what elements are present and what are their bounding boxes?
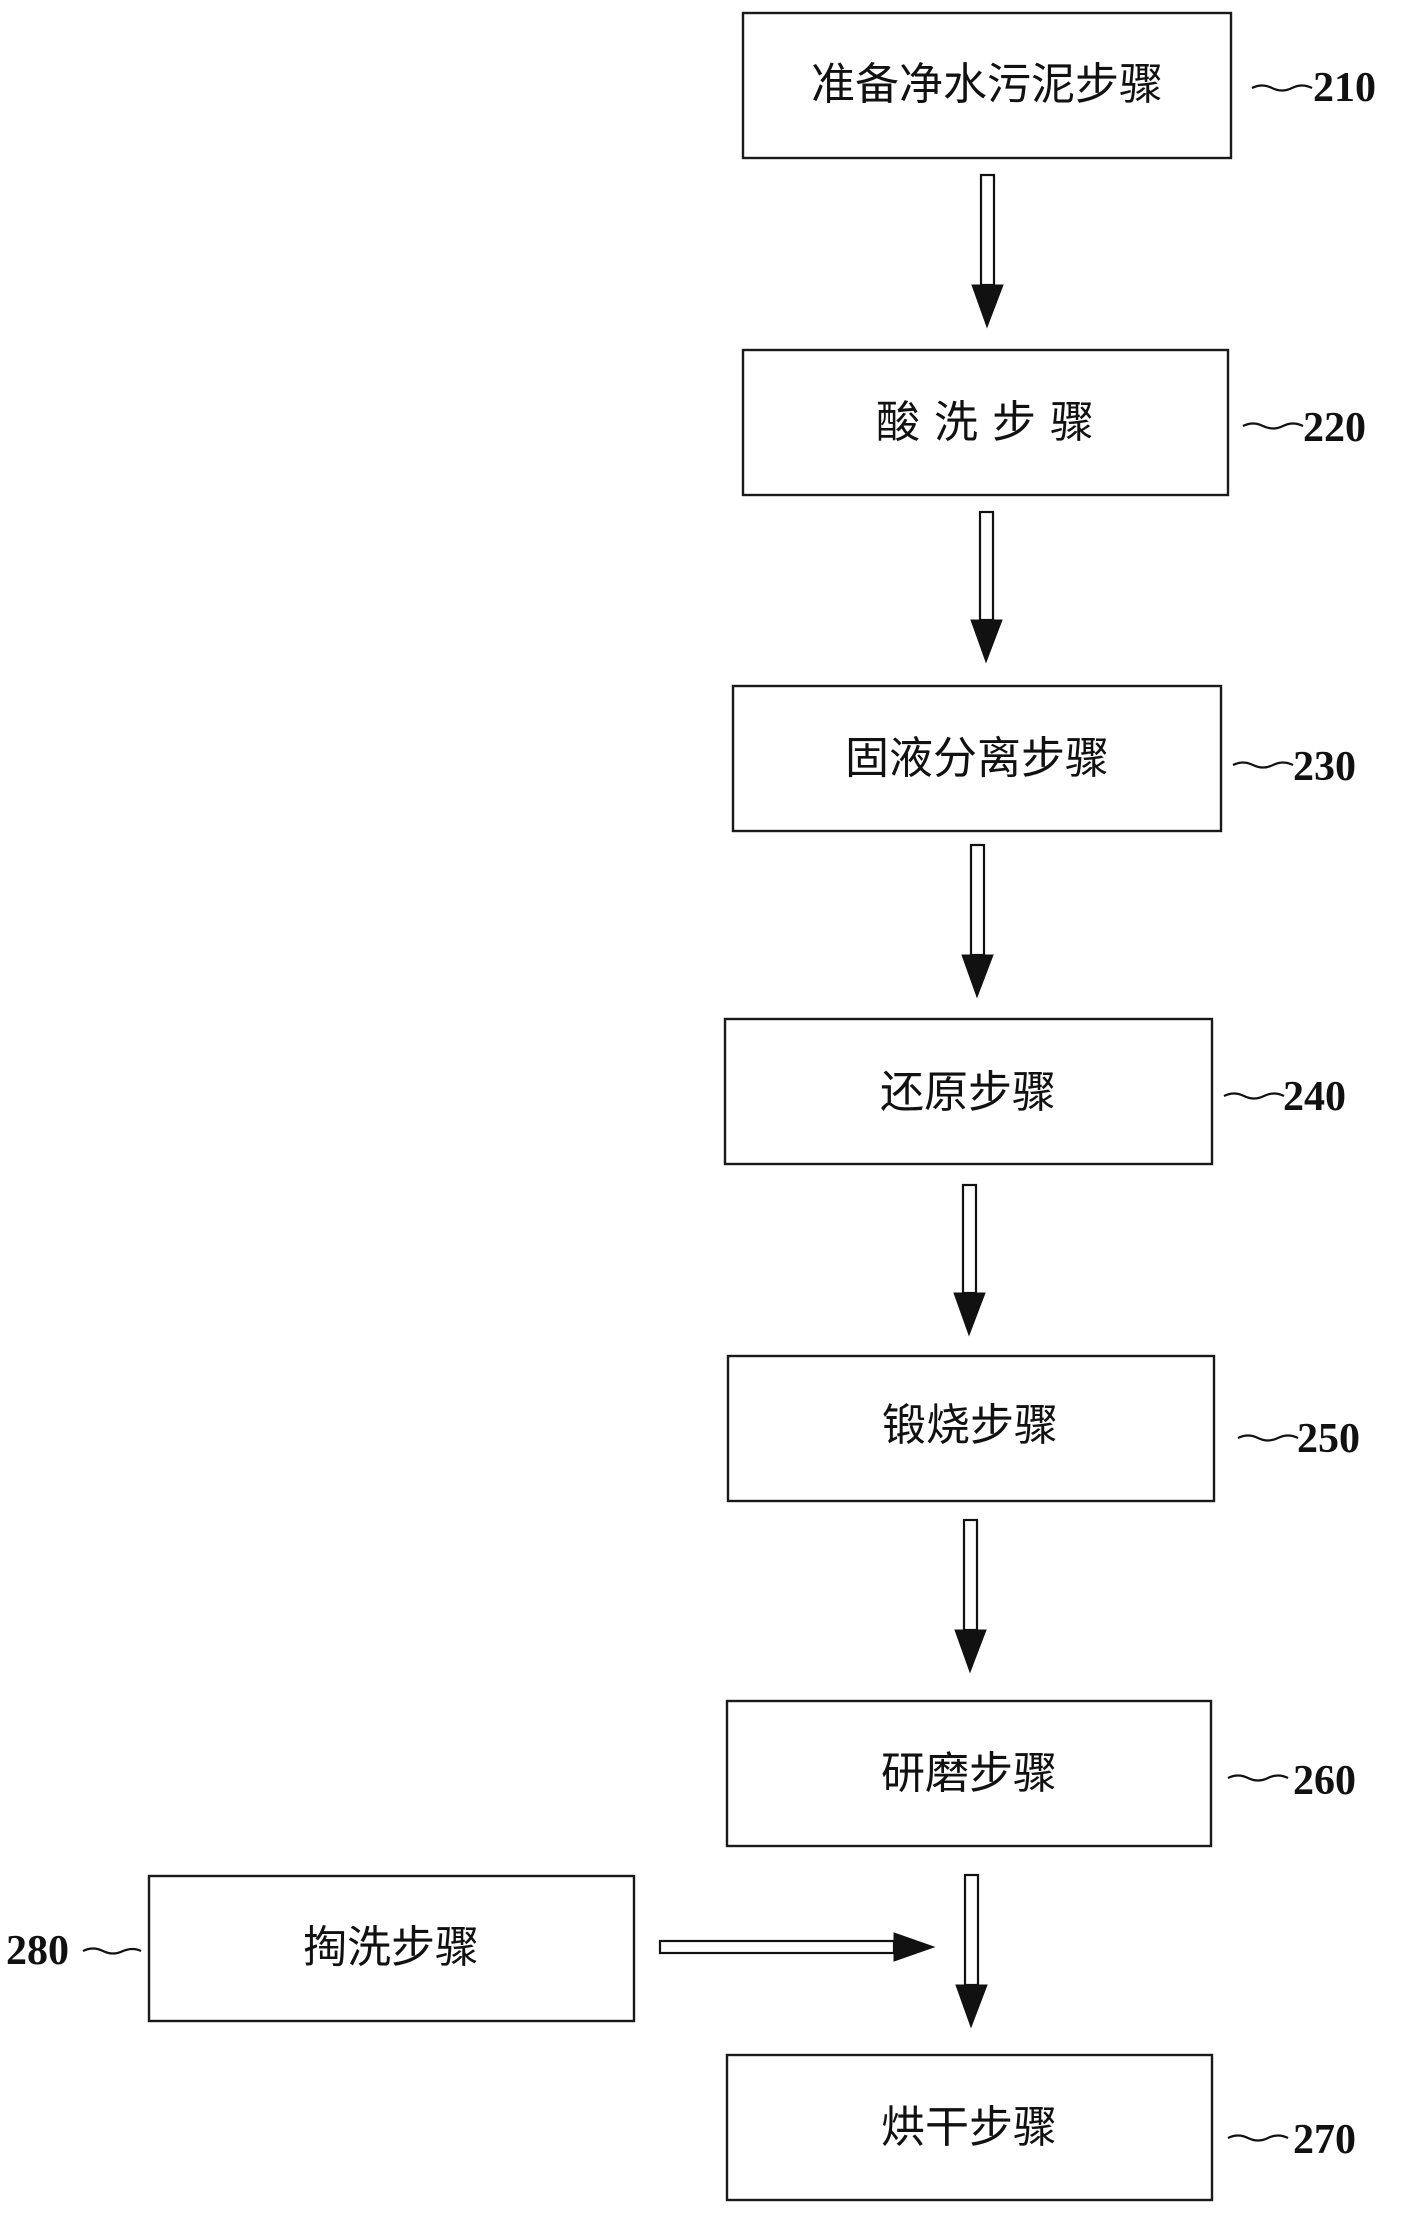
step-acid-wash: 酸 洗 步 骤 220 [741,348,1366,497]
arrow-210-to-220 [971,173,1004,329]
step-drying: 烘干步骤 270 [725,2053,1356,2202]
arrow-220-to-230 [970,510,1003,664]
step-label-solid-liquid-separation: 固液分离步骤 [845,733,1109,784]
step-box-prepare-sludge [741,11,1233,160]
ref-leader-280 [82,1947,142,1955]
step-label-acid-wash: 酸 洗 步 骤 [876,397,1094,448]
ref-number-260: 260 [1293,1758,1356,1804]
arrow-250-to-260 [954,1518,987,1674]
step-prepare-sludge: 准备净水污泥步骤 210 [741,11,1376,160]
ref-leader-220 [1242,422,1304,430]
ref-leader-250 [1237,1434,1299,1442]
step-solid-liquid-separation: 固液分离步骤 230 [731,684,1356,833]
step-box-solid-liquid-separation [731,684,1223,833]
arrow-230-to-240 [961,843,994,999]
arrow-260-to-270 [955,1873,988,2029]
step-reduction: 还原步骤 240 [723,1017,1346,1166]
arrow-280-to-main-flow [658,1932,936,1962]
step-box-calcination [726,1354,1216,1503]
step-box-grinding [725,1699,1213,1848]
ref-leader-270 [1227,2134,1289,2142]
step-box-reduction [723,1017,1214,1166]
arrow-240-to-250 [953,1183,986,1337]
ref-leader-230 [1232,761,1294,769]
step-label-drying: 烘干步骤 [881,2102,1057,2153]
ref-number-230: 230 [1293,744,1356,790]
ref-leader-210 [1251,84,1313,92]
step-box-drying [725,2053,1214,2202]
step-label-grinding: 研磨步骤 [881,1748,1057,1799]
step-label-prepare-sludge: 准备净水污泥步骤 [811,59,1163,110]
ref-number-220: 220 [1303,405,1366,451]
ref-number-270: 270 [1293,2117,1356,2163]
ref-number-210: 210 [1313,65,1376,111]
step-label-reduction: 还原步骤 [880,1067,1056,1118]
step-grinding: 研磨步骤 260 [725,1699,1356,1848]
step-rinsing: 掏洗步骤 280 [6,1874,636,2023]
step-box-acid-wash [741,348,1230,497]
ref-number-250: 250 [1297,1416,1360,1462]
ref-leader-260 [1227,1774,1289,1782]
step-box-rinsing [147,1874,636,2023]
step-calcination: 锻烧步骤 250 [726,1354,1360,1503]
ref-leader-240 [1223,1092,1285,1100]
ref-number-240: 240 [1283,1074,1346,1120]
step-label-rinsing: 掏洗步骤 [303,1922,479,1973]
step-label-calcination: 锻烧步骤 [882,1400,1058,1451]
ref-number-280: 280 [6,1928,69,1974]
